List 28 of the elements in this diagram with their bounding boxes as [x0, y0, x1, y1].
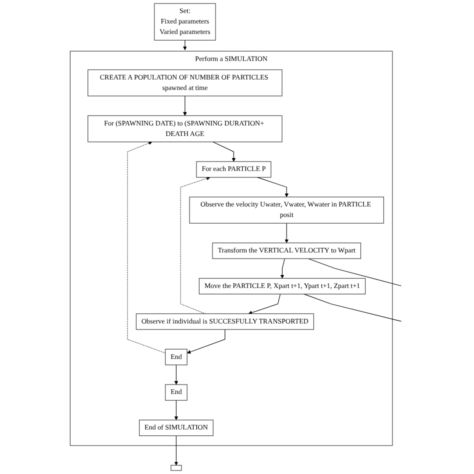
node-box [196, 161, 272, 178]
arrow [174, 364, 178, 385]
arrow [183, 40, 187, 50]
node-box [154, 3, 216, 41]
arrow [186, 329, 226, 354]
node-box [198, 278, 366, 294]
arrow [280, 258, 285, 278]
node-box [139, 420, 214, 436]
arrow [180, 176, 210, 314]
connector [304, 294, 402, 322]
node-box [136, 313, 314, 330]
node-box [88, 69, 282, 96]
node-box [212, 242, 362, 259]
arrow [284, 222, 289, 244]
node-box [189, 196, 384, 224]
node-box [88, 115, 282, 142]
arrow [174, 435, 178, 466]
node-box [165, 384, 188, 401]
cluster [70, 50, 393, 446]
arrow [183, 96, 187, 116]
connector [308, 258, 402, 286]
node-box [165, 348, 188, 366]
arrow [212, 142, 236, 162]
arrow [127, 141, 166, 354]
node-box [170, 464, 182, 471]
arrow [174, 400, 178, 420]
arrow [248, 294, 281, 314]
arrow [256, 177, 289, 198]
